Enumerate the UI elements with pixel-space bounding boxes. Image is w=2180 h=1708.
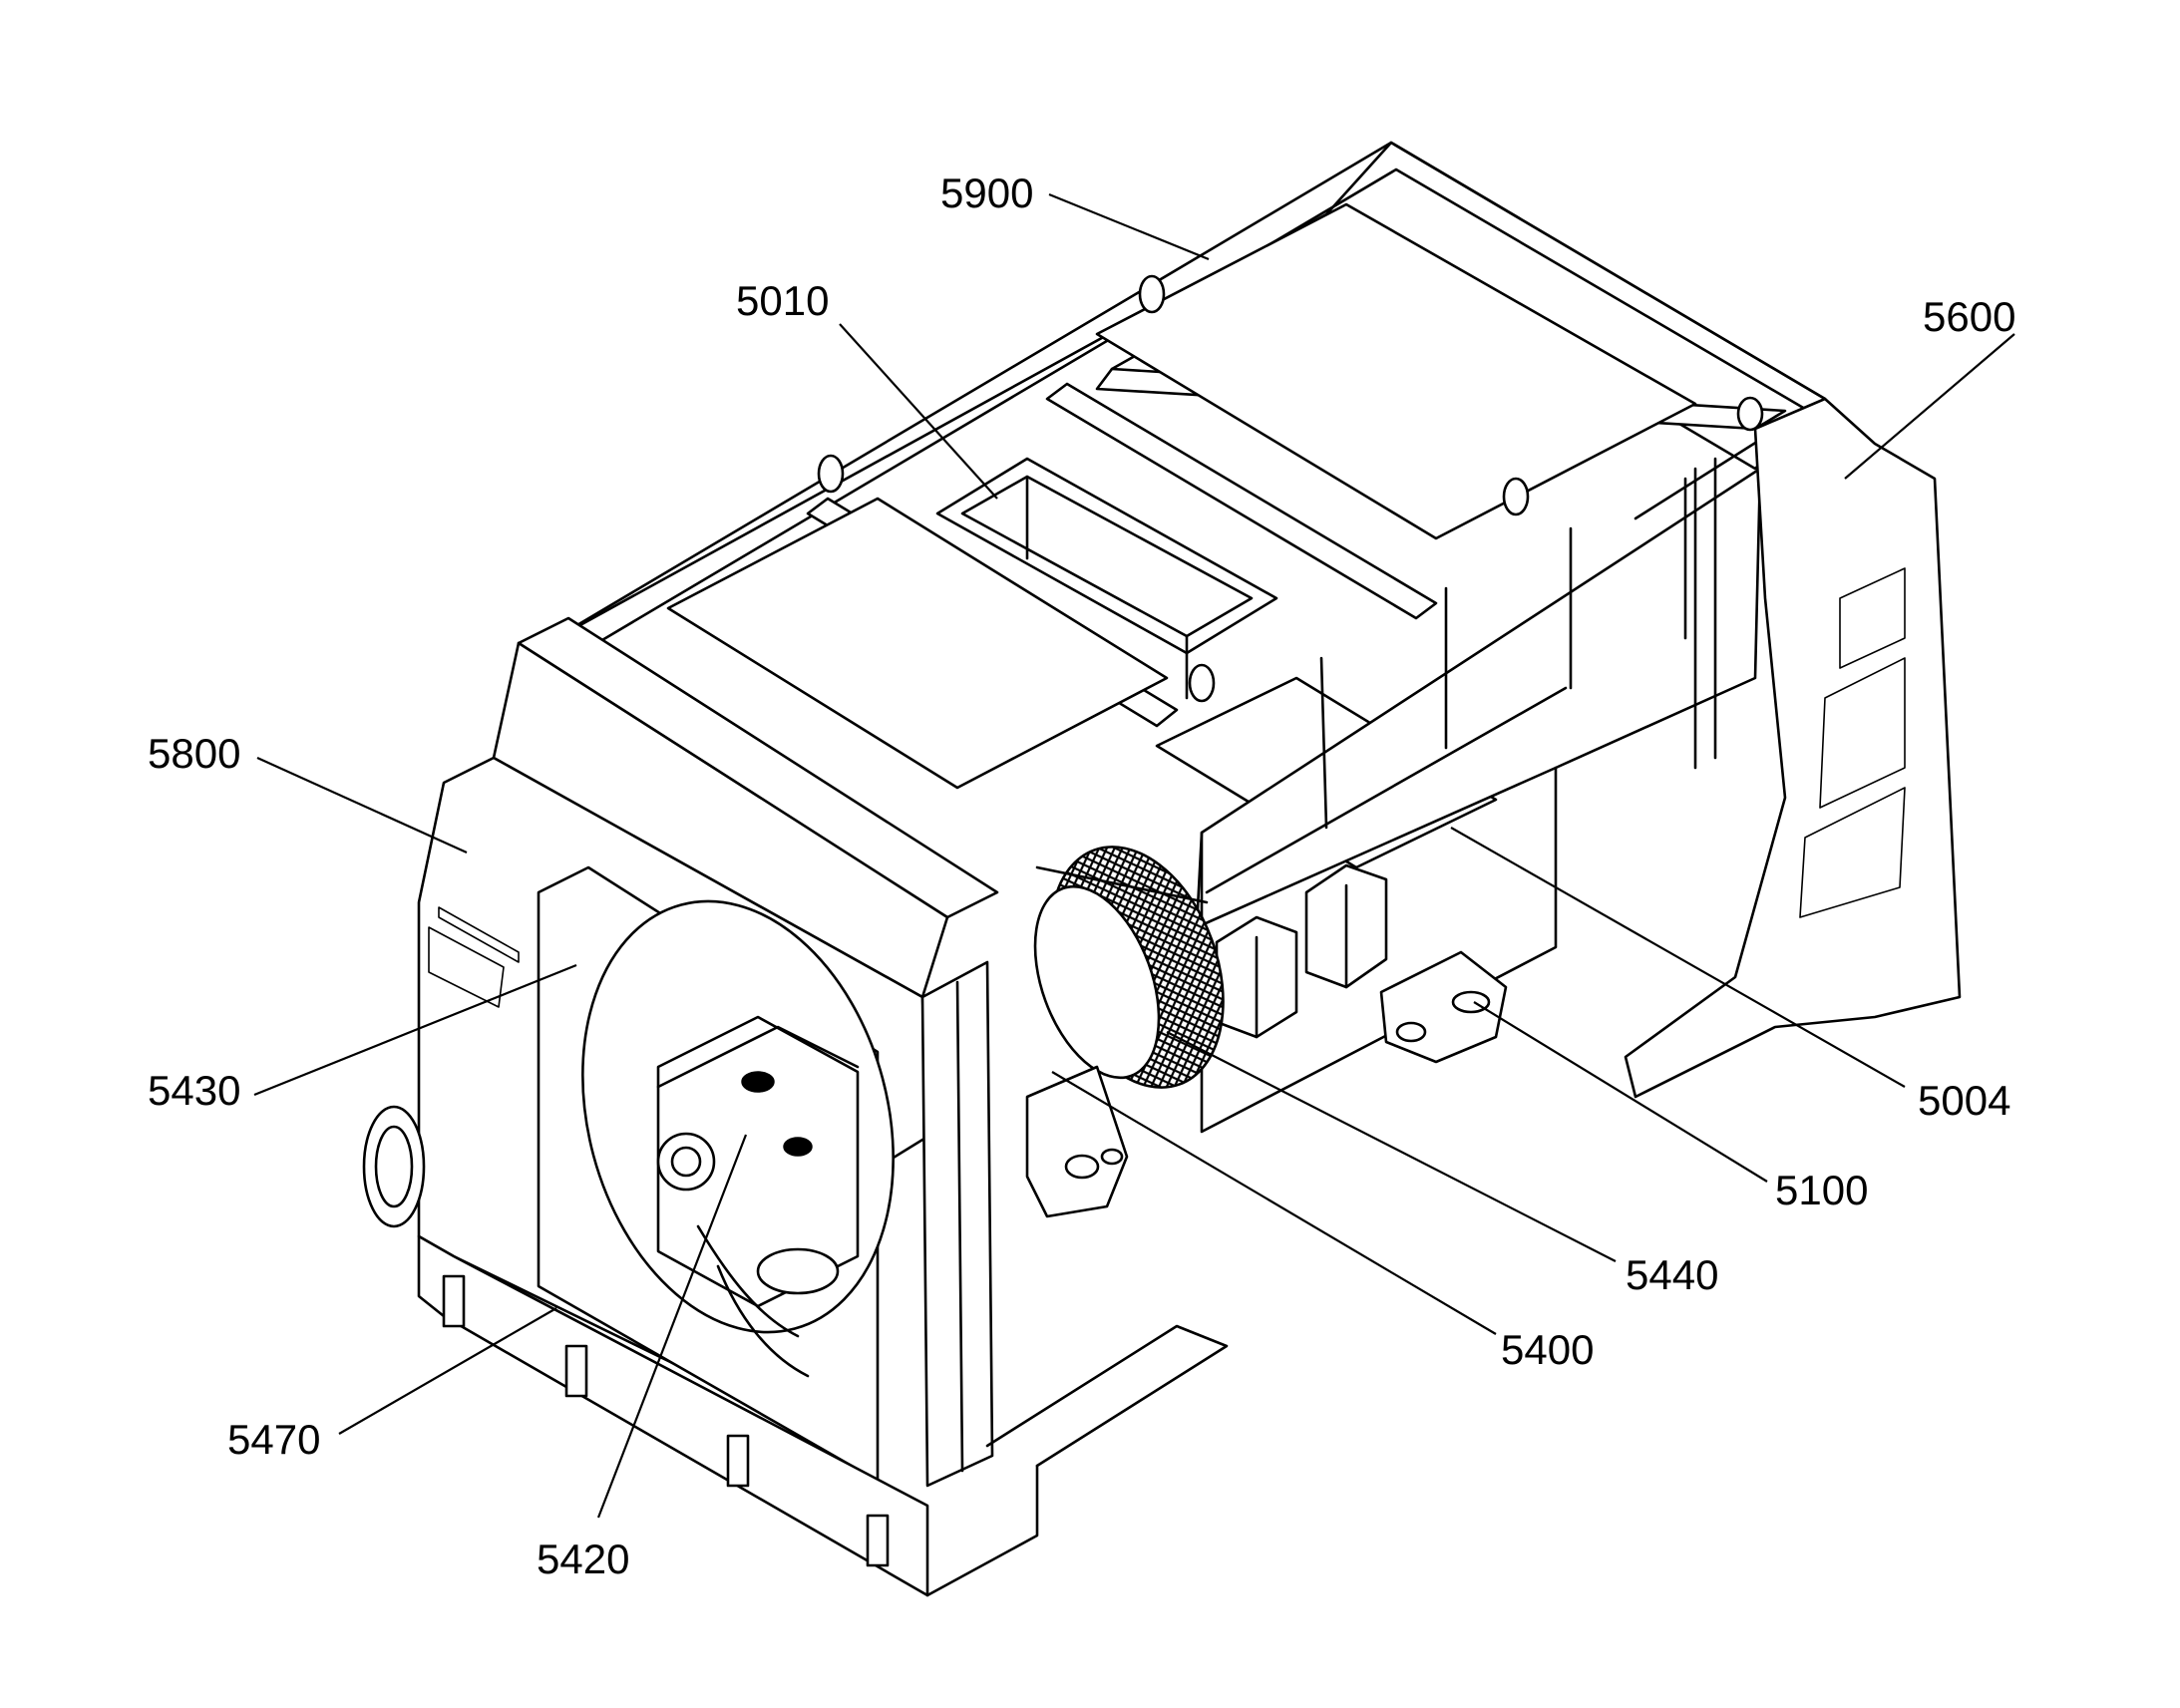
ref-5100: 5100 bbox=[1775, 1167, 1868, 1213]
leader-5600 bbox=[1844, 333, 2015, 480]
ref-5430: 5430 bbox=[148, 1067, 240, 1114]
leader-5400 bbox=[1051, 1071, 1497, 1335]
leader-5430 bbox=[253, 963, 577, 1097]
ref-5400: 5400 bbox=[1501, 1326, 1594, 1373]
leader-5440 bbox=[1166, 1031, 1617, 1262]
main-body-side bbox=[1195, 467, 1762, 1134]
ref-5470: 5470 bbox=[227, 1416, 320, 1463]
roof-frame bbox=[537, 141, 1827, 869]
ref-5010: 5010 bbox=[736, 277, 829, 324]
reference-numerals: 5900 5010 5600 5800 5430 5004 5100 5440 … bbox=[148, 170, 2015, 1582]
leader-5010 bbox=[839, 323, 998, 500]
ref-5600: 5600 bbox=[1923, 293, 2015, 340]
ref-5004: 5004 bbox=[1918, 1077, 2010, 1124]
leader-5800 bbox=[256, 756, 468, 854]
leader-5900 bbox=[1048, 192, 1210, 261]
ref-5900: 5900 bbox=[940, 170, 1033, 216]
leader-5100 bbox=[1473, 1001, 1768, 1183]
leader-5420 bbox=[596, 1134, 748, 1519]
ref-5800: 5800 bbox=[148, 730, 240, 777]
front-housing bbox=[362, 616, 1229, 1597]
leader-lines bbox=[253, 192, 2015, 1519]
leader-5470 bbox=[338, 1307, 557, 1435]
leader-5004 bbox=[1450, 827, 1906, 1088]
ref-5440: 5440 bbox=[1626, 1251, 1718, 1298]
right-end-panel bbox=[1624, 397, 1962, 1099]
fan-assembly bbox=[1025, 846, 1225, 1218]
ref-5420: 5420 bbox=[537, 1536, 629, 1582]
